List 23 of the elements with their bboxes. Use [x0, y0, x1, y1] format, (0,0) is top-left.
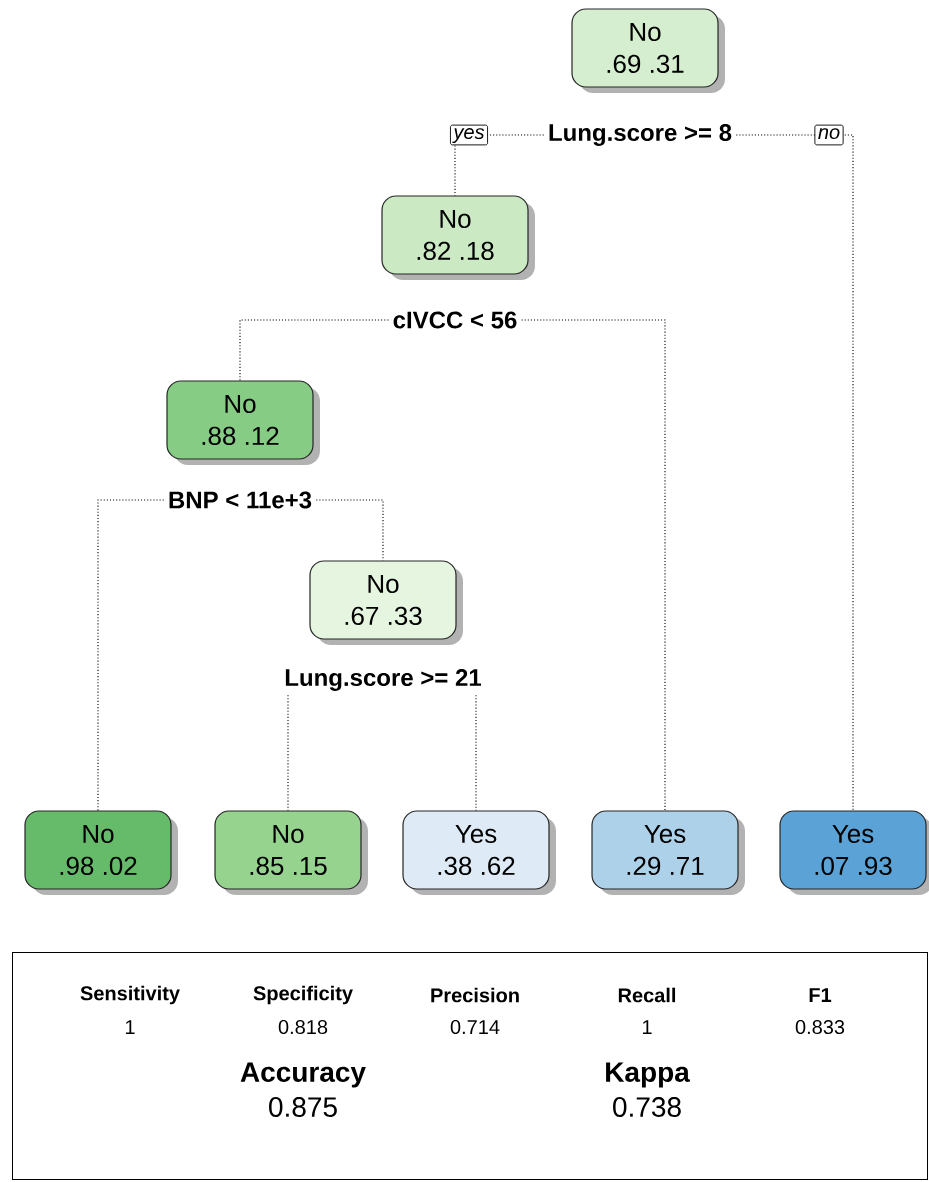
split-rule: Lung.score >= 21: [285, 669, 481, 691]
edge-label: yes: [450, 124, 488, 146]
tree-node-box: Yes .38 .62: [402, 810, 556, 895]
tree-node-box: No .88 .12: [166, 380, 320, 465]
connector-line: [97, 499, 165, 811]
split-rule: Lung.score >= 8: [549, 124, 732, 146]
connector-line: [287, 694, 289, 811]
tree-node-box: No .67 .33: [309, 560, 463, 645]
tree-node-box: Yes .29 .71: [591, 810, 745, 895]
connector-line: [239, 319, 389, 381]
edge-label: no: [814, 124, 844, 146]
split-rule: cIVCC < 56: [393, 311, 517, 329]
metrics-panel: Sensitivity 1 Specificity 0.818 Precision 0.714 Recall 1 F1 0.833 Accuracy 0.875 Kappa 0.738: [12, 952, 928, 1180]
split-rule: BNP < 11e+3: [169, 491, 312, 509]
tree-node-box: No .69 .31: [571, 8, 725, 93]
connector-line: [735, 134, 854, 811]
tree-node-box: No .98 .02: [24, 810, 178, 895]
tree-node-box: Yes .07 .93: [779, 810, 929, 895]
tree-node-box: No .85 .15: [214, 810, 368, 895]
connector-line: [475, 694, 477, 811]
tree-node-box: No .82 .18: [381, 195, 535, 280]
connector-line: [315, 499, 384, 561]
connector-line: [521, 319, 666, 811]
